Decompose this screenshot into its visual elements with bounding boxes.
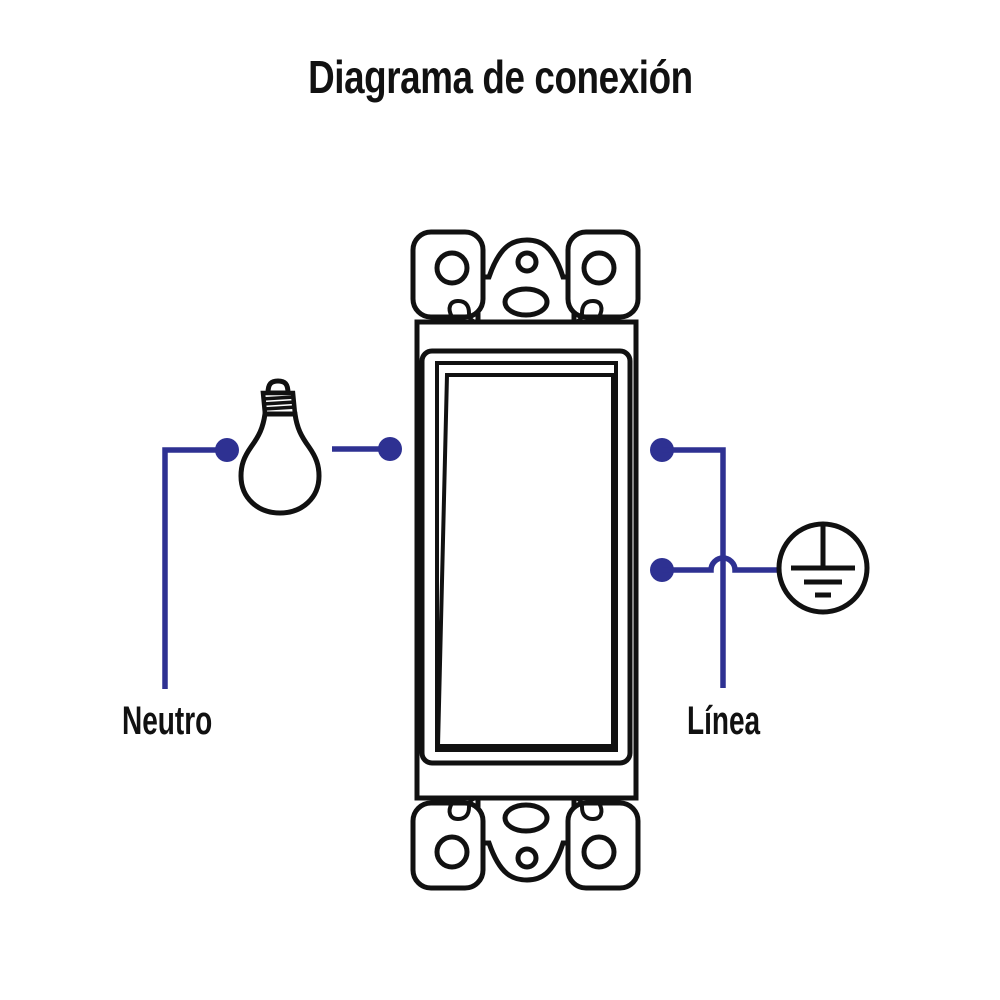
rocker-switch-icon — [410, 229, 641, 891]
line-wire — [650, 438, 726, 688]
wire-junction-dot — [378, 437, 402, 461]
oval-hole-icon — [502, 286, 550, 318]
neutral-label: Neutro — [122, 699, 213, 743]
bulb-glass — [238, 411, 322, 516]
bottom-left-mounting-tab — [410, 800, 486, 891]
line-wire-path — [662, 447, 726, 688]
bottom-right-mounting-tab — [565, 800, 641, 891]
bottom-left-strap-hook — [447, 796, 479, 822]
bulb-screw-threads — [261, 395, 297, 411]
page-title: Diagrama de conexión — [0, 50, 1000, 104]
screw-hole-icon — [581, 834, 617, 870]
ground-wire — [650, 555, 779, 582]
bulb-tip — [265, 378, 291, 396]
small-hole-icon — [515, 250, 539, 274]
screw-hole-icon — [581, 250, 617, 286]
neutral-wire-path — [162, 447, 224, 689]
switch-rocker-paddle — [435, 373, 615, 748]
screw-hole-icon — [434, 250, 470, 286]
bottom-strap-plate — [475, 795, 577, 883]
light-bulb-icon — [238, 378, 322, 516]
screw-hole-icon — [434, 834, 470, 870]
bottom-right-strap-hook — [572, 796, 604, 822]
wire-junction-dot — [215, 438, 239, 462]
top-strap-plate — [475, 237, 577, 325]
ground-wire-path-with-hop — [662, 555, 779, 573]
earth-ground-icon — [776, 521, 870, 615]
line-label: Línea — [687, 699, 761, 743]
switch-top-strap — [410, 229, 641, 325]
bulb-to-switch-wire — [332, 437, 402, 461]
switch-bottom-strap — [410, 795, 641, 891]
neutral-wire — [162, 438, 239, 689]
oval-hole-icon — [502, 802, 550, 834]
small-hole-icon — [515, 846, 539, 870]
top-right-mounting-tab — [565, 229, 641, 320]
top-left-mounting-tab — [410, 229, 486, 320]
page-title-text: Diagrama de conexión — [307, 51, 693, 103]
